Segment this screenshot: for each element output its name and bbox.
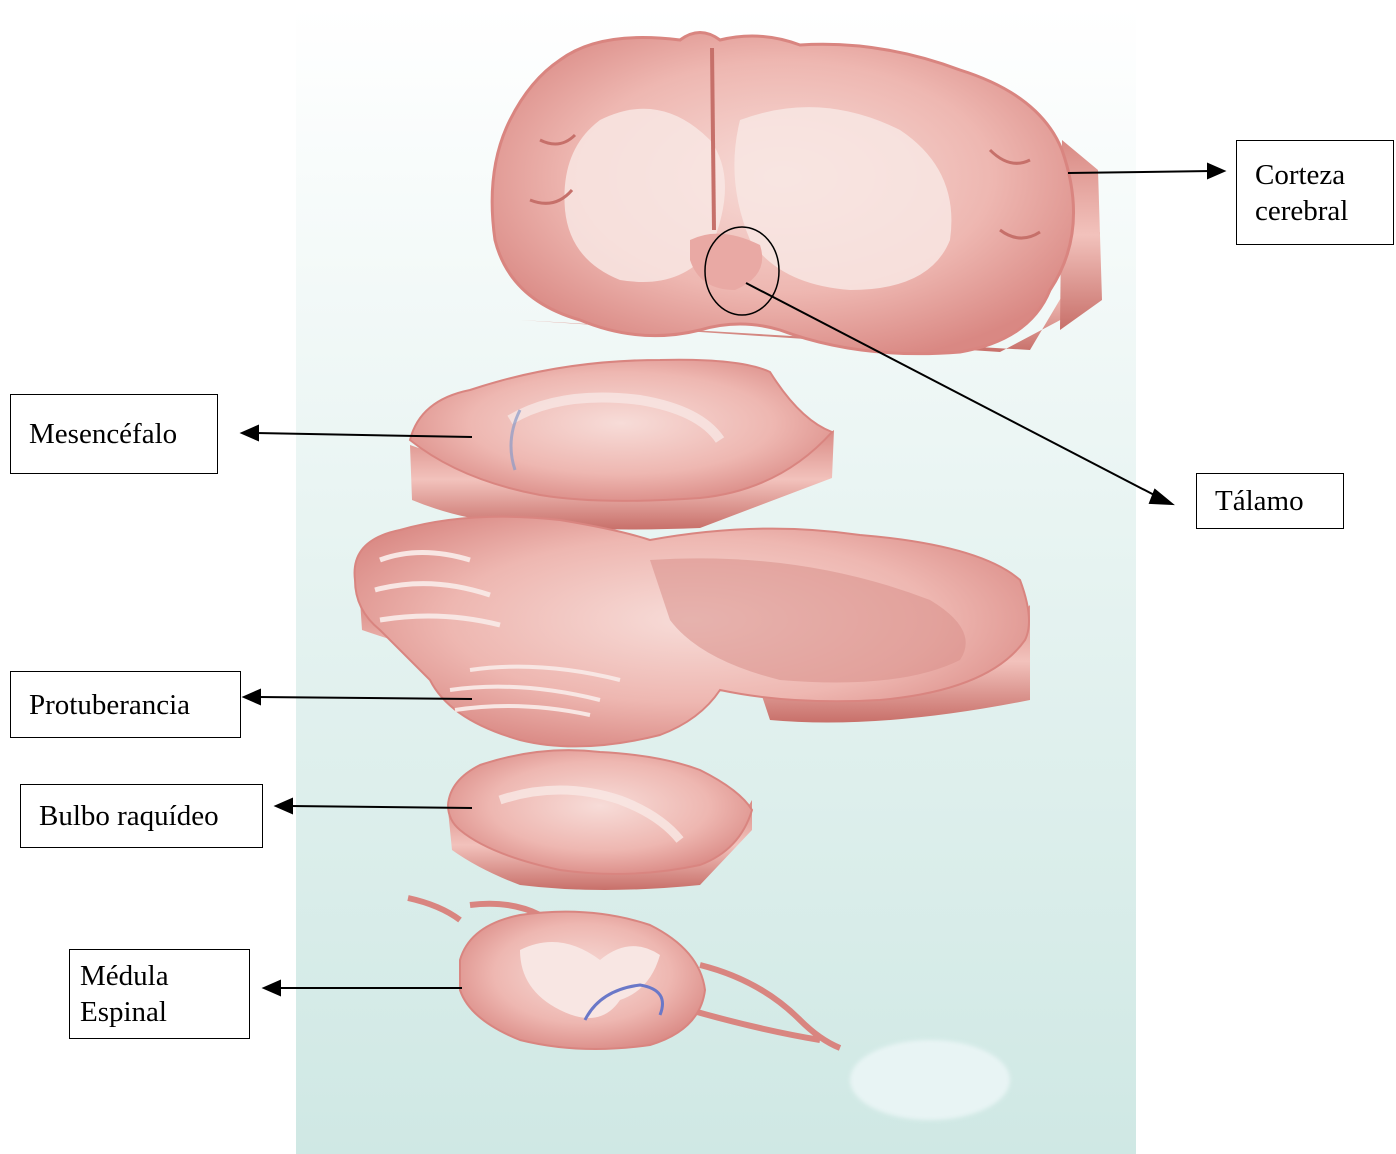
label-talamo-text: Tálamo <box>1215 483 1304 519</box>
arrowhead-talamo <box>1150 490 1172 504</box>
label-corteza-cerebral: Corteza cerebral <box>1236 140 1394 245</box>
label-protuberancia: Protuberancia <box>10 671 241 738</box>
label-corteza-line2: cerebral <box>1255 193 1348 229</box>
arrowhead-mesencefalo <box>242 426 258 440</box>
arrowhead-corteza <box>1208 164 1224 178</box>
arrowhead-bulbo <box>276 799 292 813</box>
label-medula-espinal: Médula Espinal <box>69 949 250 1039</box>
label-bulbo-text: Bulbo raquídeo <box>39 798 219 834</box>
arrowhead-protuberancia <box>244 690 260 704</box>
label-mesencefalo-text: Mesencéfalo <box>29 416 177 452</box>
label-protuberancia-text: Protuberancia <box>29 687 190 723</box>
label-corteza-line1: Corteza <box>1255 157 1345 193</box>
label-mesencefalo: Mesencéfalo <box>10 394 218 474</box>
arrowhead-medula <box>264 981 280 995</box>
label-bulbo-raquideo: Bulbo raquídeo <box>20 784 263 848</box>
label-talamo: Tálamo <box>1196 473 1344 529</box>
label-medula-line1: Médula <box>80 958 169 994</box>
label-medula-line2: Espinal <box>80 994 167 1030</box>
